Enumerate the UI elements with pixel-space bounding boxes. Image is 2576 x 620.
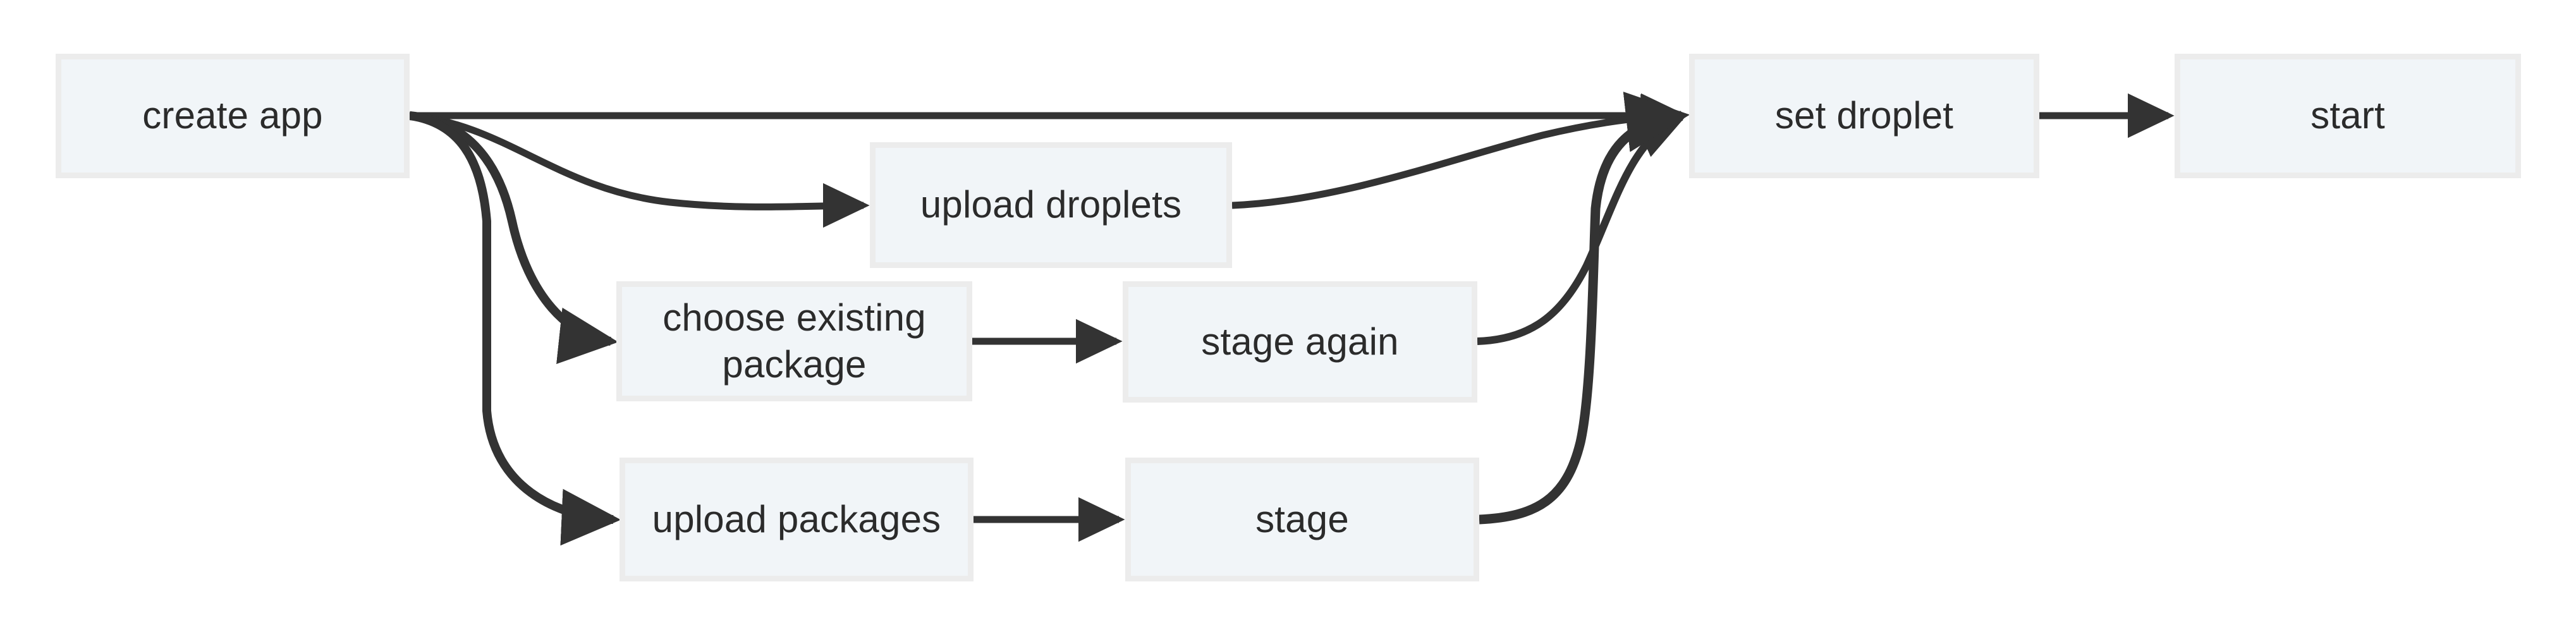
edge-create-app-to-upload-packages — [408, 111, 621, 546]
node-set-droplet[interactable]: set droplet — [1689, 54, 2039, 178]
node-set-droplet-label: set droplet — [1774, 94, 1954, 137]
node-upload-packages[interactable]: upload packages — [620, 458, 974, 581]
node-stage-label: stage — [1255, 497, 1349, 540]
node-create-app-label: create app — [142, 94, 323, 137]
edge-create-app-to-choose-existing-package — [409, 111, 619, 364]
node-start-label: start — [2310, 94, 2385, 137]
node-stage-again[interactable]: stage again — [1123, 281, 1477, 403]
node-upload-droplets[interactable]: upload droplets — [870, 142, 1232, 268]
node-start[interactable]: start — [2175, 54, 2521, 178]
edge-stage-to-set-droplet — [1479, 92, 1690, 525]
node-stage-again-label: stage again — [1201, 320, 1399, 363]
edge-stage-again-to-set-droplet — [1477, 112, 1688, 345]
edge-upload-droplets-to-set-droplet — [1231, 94, 1688, 209]
node-choose-existing-package-label: choose existing package — [662, 296, 926, 386]
edge-create-app-to-upload-droplets — [409, 112, 870, 228]
node-choose-existing-package[interactable]: choose existing package — [616, 281, 972, 401]
node-upload-droplets-label: upload droplets — [920, 183, 1182, 226]
node-stage[interactable]: stage — [1125, 458, 1479, 581]
node-create-app[interactable]: create app — [56, 54, 410, 178]
node-upload-packages-label: upload packages — [652, 497, 941, 540]
